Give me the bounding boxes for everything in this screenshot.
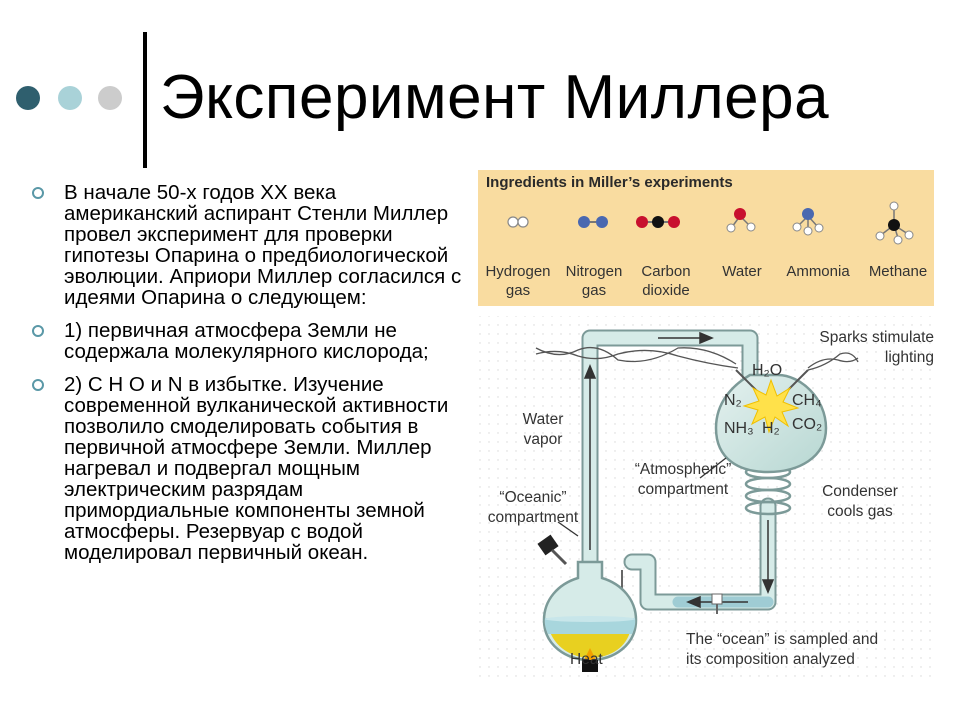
bullet-ring-icon [32,379,44,391]
bullet-ring-icon [32,187,44,199]
callout-lines [557,457,727,537]
heat-source-icon [582,648,598,672]
hydrogen-molecule-icon [507,216,529,228]
bullet-ring-icon [32,325,44,337]
chem-nh3: NH₃ [724,420,754,437]
condenser-label: Condenser cools gas [822,483,898,520]
ingredient-label-hydrogen: Hydrogen gas [485,263,551,299]
sparks-label: Sparks stimulate lighting [819,329,934,366]
ingredients-title: Ingredients in Miller’s experiments [486,174,733,191]
bullet-item: В начале 50-х годов XX века американский… [30,182,470,308]
flow-arrows [583,331,775,609]
ingredients-panel [478,170,934,306]
bullet-list: В начале 50-х годов XX века американский… [30,182,470,575]
nitrogen-molecule-icon [578,216,608,228]
grey-dot [98,86,122,110]
heat-label: Heat [570,651,603,668]
sampling-stopcock-icon [711,593,723,614]
water-vapor-label: Water vapor [522,411,564,448]
ocean-sampled-label: The “ocean” is sampled and its compositi… [686,631,879,668]
bullet-text: 2) С Н О и N в избытке. Изучение совреме… [64,373,449,564]
figure-graphics [478,170,934,678]
ingredient-label-methane: Methane [868,263,928,280]
flask-stopper-icon [537,534,568,566]
ingredient-label-carbon-dioxide: Carbon dioxide [641,263,691,299]
ingredient-label-ammonia: Ammonia [786,263,850,280]
slide-title: Эксперимент Миллера [160,63,830,132]
carbon-dioxide-molecule-icon [636,216,680,228]
dark-teal-dot [16,86,40,110]
methane-molecule-icon [875,201,914,245]
light-teal-dot [58,86,82,110]
bullet-text: В начале 50-х годов XX века американский… [64,181,462,309]
chem-h2: H₂ [762,420,780,437]
chem-h2o: H₂O [752,362,783,379]
title-divider [143,32,147,168]
ammonia-molecule-icon [792,208,824,236]
spark-burst-icon [742,378,800,434]
chem-co2: CO₂ [792,416,823,433]
chem-n2: N₂ [724,392,742,409]
ingredient-label-water: Water [722,263,762,280]
chem-ch4: CH₄ [792,392,822,409]
bullet-item: 1) первичная атмосфера Земли не содержал… [30,320,470,362]
water-molecule-icon [726,208,756,233]
bullet-text: 1) первичная атмосфера Земли не содержал… [64,319,429,363]
decorative-dots [0,0,140,200]
electrode-wires [535,346,859,371]
bullet-item: 2) С Н О и N в избытке. Изучение совреме… [30,374,470,563]
atmospheric-compartment-label: “Atmospheric” compartment [634,461,732,498]
oceanic-flask [542,560,638,662]
ingredient-label-nitrogen: Nitrogen gas [565,263,623,299]
oceanic-compartment-label: “Oceanic” compartment [487,489,579,526]
miller-experiment-figure: Ingredients in Miller’s experiments Hydr… [478,170,936,680]
